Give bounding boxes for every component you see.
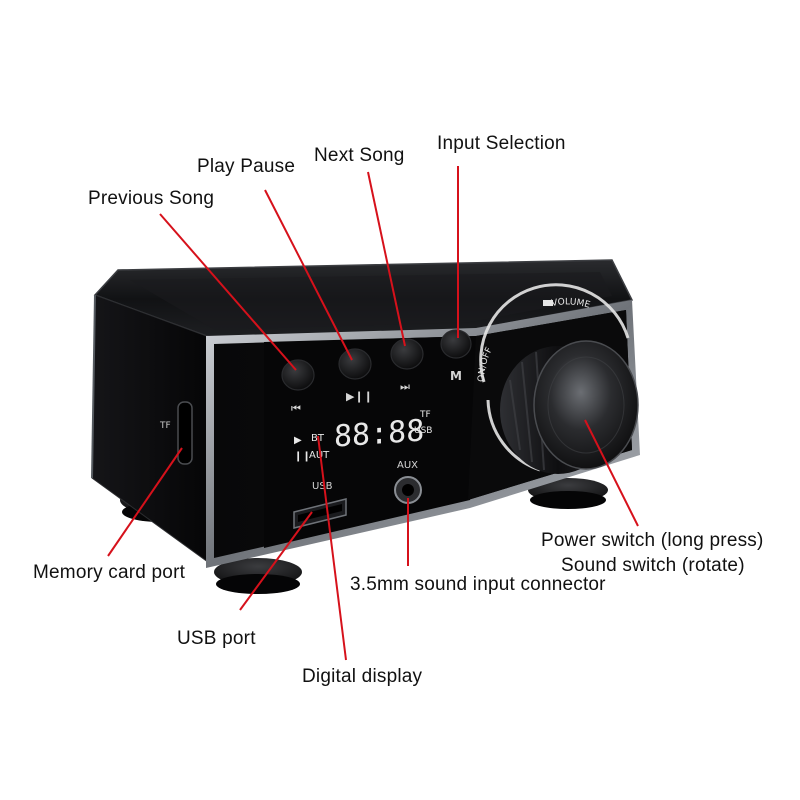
label-input-selection: Input Selection bbox=[437, 133, 566, 154]
button-row: ⏮ ▶❙❙ ⏭ M bbox=[281, 329, 472, 415]
label-usb-port: USB port bbox=[177, 628, 256, 649]
previous-icon: ⏮ bbox=[291, 402, 301, 415]
leader-lines bbox=[107, 166, 639, 661]
label-sound-input-connector: 3.5mm sound input connector bbox=[350, 574, 606, 595]
label-sound-switch: Sound switch (rotate) bbox=[561, 555, 745, 576]
label-next-song: Next Song bbox=[314, 145, 405, 166]
aux-label: AUX bbox=[397, 460, 418, 471]
usb-port-label: USB bbox=[312, 481, 333, 492]
mode-button-label: M bbox=[450, 369, 462, 383]
knob-indicator-mark bbox=[543, 300, 553, 306]
display-tf: TF bbox=[419, 410, 431, 420]
aux-jack[interactable]: AUX bbox=[394, 460, 422, 504]
previous-song-button[interactable]: ⏮ bbox=[281, 359, 315, 415]
label-power-switch: Power switch (long press) bbox=[541, 530, 764, 551]
label-play-pause: Play Pause bbox=[197, 156, 296, 177]
leader-digital-display bbox=[317, 435, 347, 661]
volume-knob[interactable]: ON/OFF VOLUME bbox=[477, 283, 639, 474]
play-pause-icon: ▶❙❙ bbox=[346, 390, 373, 403]
leader-next-song bbox=[367, 171, 406, 347]
knob-volume-label: VOLUME bbox=[551, 297, 592, 310]
display-play-indicator: ▶ bbox=[294, 435, 302, 446]
next-song-button[interactable]: ⏭ bbox=[390, 338, 424, 393]
amplifier-left-side bbox=[91, 294, 213, 566]
leader-usb-port bbox=[239, 511, 313, 611]
display-digits: 88:88 bbox=[334, 413, 424, 454]
leader-previous-song bbox=[159, 213, 297, 371]
play-pause-button[interactable]: ▶❙❙ bbox=[338, 348, 373, 403]
leader-memory-card bbox=[107, 447, 183, 557]
next-icon: ⏭ bbox=[400, 380, 410, 393]
label-previous-song: Previous Song bbox=[88, 188, 215, 209]
display-usb: USB bbox=[414, 426, 432, 436]
digital-display: ▶ ❙❙ BT AUT 88:88 TF USB bbox=[294, 410, 432, 462]
leader-play-pause bbox=[264, 189, 353, 361]
mode-button[interactable]: M bbox=[440, 329, 472, 383]
label-memory-card-port: Memory card port bbox=[33, 562, 186, 583]
side-slot-label: TF bbox=[159, 421, 171, 431]
leader-volume-knob bbox=[584, 419, 639, 527]
display-pause-indicator: ❙❙ bbox=[294, 451, 311, 462]
label-digital-display: Digital display bbox=[302, 666, 423, 687]
